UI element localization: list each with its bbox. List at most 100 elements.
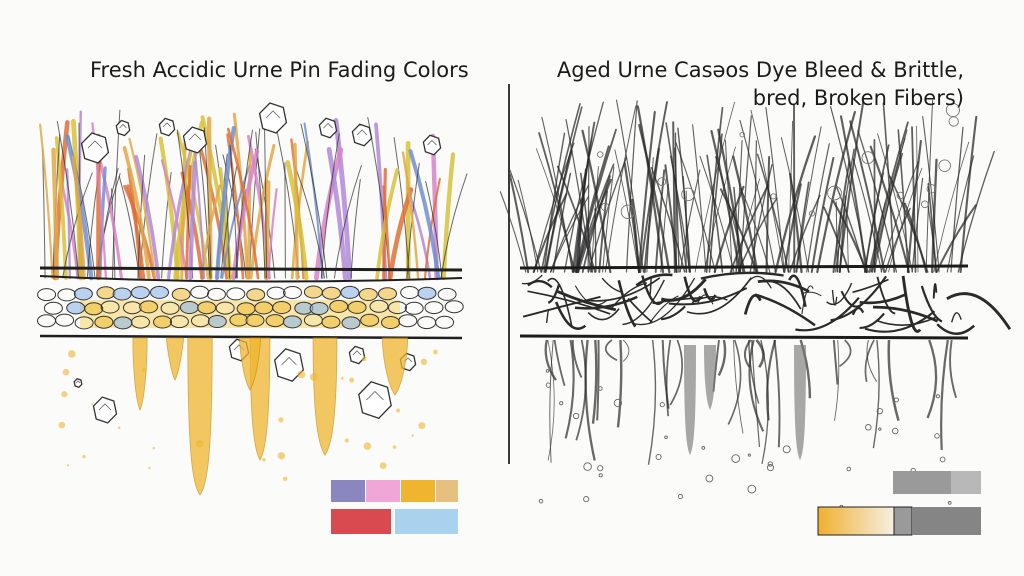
fiber <box>739 119 776 273</box>
crystal <box>182 126 208 154</box>
fiber <box>226 127 260 280</box>
fiber <box>42 148 46 279</box>
backing-loop <box>100 300 120 314</box>
tangled-fiber <box>875 316 936 326</box>
fiber <box>888 167 923 273</box>
drip <box>187 337 213 496</box>
tangled-fiber <box>754 293 816 327</box>
backing-loop <box>283 286 302 299</box>
crystal <box>258 102 288 134</box>
fiber <box>925 99 934 273</box>
broken-fiber <box>622 339 630 362</box>
fiber <box>796 126 822 273</box>
fiber <box>408 149 441 280</box>
tangled-fiber <box>635 273 673 287</box>
splatter-dot <box>433 349 438 355</box>
fiber <box>849 120 886 273</box>
fiber <box>65 134 94 281</box>
splatter-dot <box>67 464 70 467</box>
splatter-dot <box>583 462 592 471</box>
broken-fiber <box>669 339 683 406</box>
fiber <box>906 139 922 274</box>
broken-fiber <box>872 339 880 449</box>
broken-fiber <box>571 339 583 378</box>
splatter-dot <box>865 424 872 431</box>
backing-loop <box>369 299 389 313</box>
tangled-fiber <box>521 274 543 285</box>
fiber <box>375 168 400 280</box>
crystal-facet <box>87 140 103 149</box>
backing-loop <box>341 316 361 330</box>
splatter-dot <box>538 498 544 504</box>
splatter-dot <box>705 474 714 483</box>
fiber <box>789 194 821 273</box>
broken-fiber <box>733 339 744 434</box>
fiber <box>638 123 671 274</box>
fiber <box>556 165 596 273</box>
broken-fiber <box>864 339 875 382</box>
backing-line <box>39 275 463 283</box>
backing-loop <box>37 288 57 302</box>
fiber <box>706 154 724 273</box>
fresh-urine-panel <box>37 102 468 534</box>
brittle-fibers <box>499 99 995 274</box>
fiber <box>249 143 276 280</box>
splatter-dot <box>309 373 318 381</box>
fiber <box>660 183 669 273</box>
splatter-dot <box>82 454 86 459</box>
tangled-fiber <box>859 293 906 305</box>
splatter-dot <box>747 484 757 494</box>
splatter-dot <box>598 386 603 391</box>
splatter-dot <box>297 370 306 379</box>
fiber <box>788 120 794 273</box>
splatter-dot <box>195 440 204 448</box>
splatter-dot <box>340 376 344 380</box>
fiber <box>739 115 752 273</box>
backing-loop <box>37 314 56 328</box>
fiber <box>946 155 975 273</box>
fiber <box>581 129 612 274</box>
fiber <box>750 109 785 273</box>
fiber <box>783 183 802 274</box>
fiber <box>333 165 362 279</box>
crystal <box>422 134 442 156</box>
backing-loop <box>340 285 360 299</box>
fiber <box>839 115 868 274</box>
splatter-dot <box>363 442 372 450</box>
tangled-fiber <box>617 279 637 328</box>
splatter-dot <box>701 446 706 450</box>
backing-loop <box>94 315 114 329</box>
splatter-dot <box>876 407 883 415</box>
backing-loop <box>179 301 199 314</box>
fiber <box>56 121 79 279</box>
fiber <box>795 181 810 273</box>
fiber <box>699 155 735 273</box>
swatch <box>893 506 913 536</box>
fiber <box>220 165 238 279</box>
broken-fiber <box>926 339 938 419</box>
backing-loop <box>404 301 424 315</box>
fiber <box>957 150 995 273</box>
tangled-fiber <box>683 276 702 303</box>
splatter-dot <box>152 446 156 450</box>
swatch <box>436 480 458 502</box>
backing-loop <box>378 287 397 301</box>
backing-loop <box>400 286 420 299</box>
fiber <box>581 175 611 273</box>
backing-loop <box>388 301 407 315</box>
backing-loop <box>358 288 378 301</box>
drip <box>312 337 338 456</box>
fiber <box>935 204 977 273</box>
tangled-fiber <box>660 305 686 321</box>
tangled-fiber <box>634 277 696 326</box>
crystal <box>73 377 83 389</box>
tangled-fiber <box>946 292 1012 330</box>
fiber <box>631 198 640 273</box>
tangled-fiber <box>831 289 838 306</box>
splatter-dot <box>597 465 604 472</box>
tangled-fiber <box>801 291 822 297</box>
splatter-dot <box>782 445 791 454</box>
tangled-fiber <box>936 323 976 335</box>
broken-fiber <box>665 339 672 417</box>
fiber <box>499 191 527 273</box>
